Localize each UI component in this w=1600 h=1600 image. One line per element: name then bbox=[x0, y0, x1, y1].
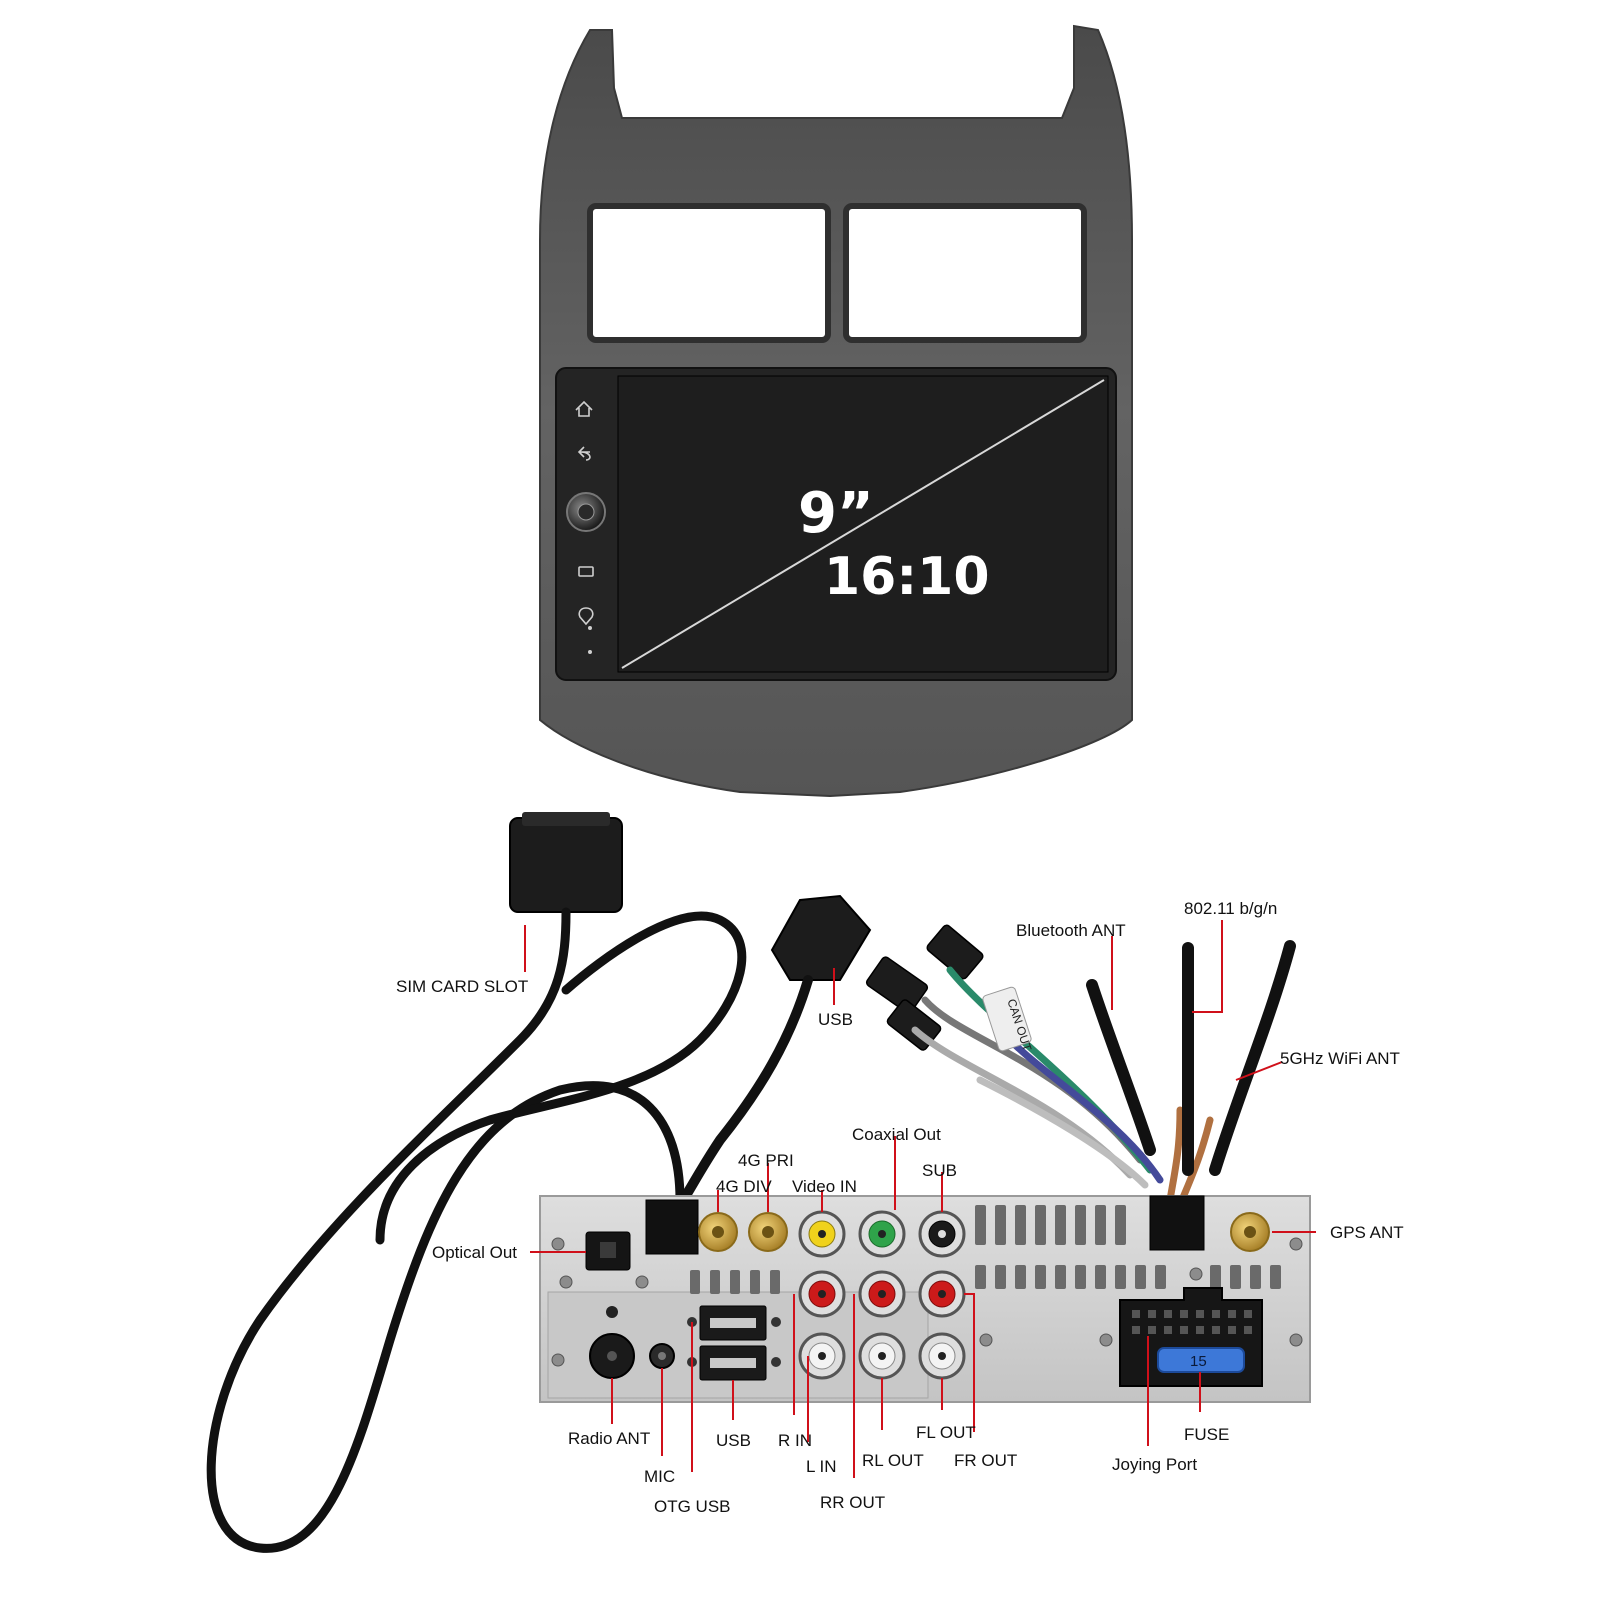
sim-cable bbox=[206, 907, 685, 1553]
label-fr-out: FR OUT bbox=[954, 1451, 1017, 1470]
label-optical-out: Optical Out bbox=[432, 1243, 517, 1262]
vent-right bbox=[843, 203, 1087, 343]
4g-cable-entry bbox=[645, 1199, 699, 1255]
sim-card-module bbox=[509, 817, 623, 913]
leader-lines bbox=[524, 920, 1316, 1478]
rca-rr-out[interactable] bbox=[858, 1270, 906, 1318]
label-usb-top: USB bbox=[818, 1010, 853, 1029]
label-r-in: R IN bbox=[778, 1431, 812, 1450]
label-rl-out: RL OUT bbox=[862, 1451, 924, 1470]
label-joying-port: Joying Port bbox=[1112, 1455, 1197, 1474]
label-radio-ant: Radio ANT bbox=[568, 1429, 650, 1448]
label-4g-pri: 4G PRI bbox=[738, 1151, 794, 1170]
screen-size-label: 9” bbox=[798, 481, 874, 546]
vent-slots bbox=[690, 1205, 1281, 1294]
gps-icon[interactable] bbox=[578, 607, 594, 626]
radio-ant-port[interactable] bbox=[589, 1333, 635, 1379]
fuse: 15 bbox=[1157, 1347, 1245, 1373]
callout-labels: SIM CARD SLOT USB Bluetooth ANT 802.11 b… bbox=[396, 899, 1404, 1516]
rca-l-in[interactable] bbox=[798, 1332, 846, 1380]
rear-chassis: 15 bbox=[539, 1195, 1311, 1403]
label-wifi-5: 5GHz WiFi ANT bbox=[1280, 1049, 1400, 1068]
rca-fr-out[interactable] bbox=[918, 1270, 966, 1318]
usb-top-cable bbox=[675, 975, 813, 1210]
antennas bbox=[1086, 940, 1296, 1176]
label-wifi-24: 802.11 b/g/n bbox=[1184, 899, 1277, 918]
aspect-ratio-label: 16:10 bbox=[824, 547, 990, 607]
rca-r-in[interactable] bbox=[798, 1270, 846, 1318]
radio-icon[interactable] bbox=[578, 566, 594, 577]
rca-fl-out[interactable] bbox=[918, 1332, 966, 1380]
label-coaxial-out: Coaxial Out bbox=[852, 1125, 941, 1144]
label-sim-card-slot: SIM CARD SLOT bbox=[396, 977, 528, 996]
screws bbox=[551, 1237, 1303, 1367]
rca-video-in[interactable] bbox=[798, 1210, 846, 1258]
back-icon[interactable] bbox=[577, 446, 591, 461]
rca-coaxial-out[interactable] bbox=[858, 1210, 906, 1258]
label-4g-div: 4G DIV bbox=[716, 1177, 772, 1196]
label-fl-out: FL OUT bbox=[916, 1423, 976, 1442]
mic-port[interactable] bbox=[649, 1343, 675, 1369]
label-video-in: Video IN bbox=[792, 1177, 857, 1196]
label-gps-ant: GPS ANT bbox=[1330, 1223, 1404, 1242]
label-otg-usb: OTG USB bbox=[654, 1497, 731, 1516]
head-unit: 9” 16:10 bbox=[539, 24, 1133, 798]
side-buttons bbox=[566, 400, 606, 654]
label-l-in: L IN bbox=[806, 1457, 837, 1476]
label-bluetooth-ant: Bluetooth ANT bbox=[1016, 921, 1126, 940]
rca-sub[interactable] bbox=[918, 1210, 966, 1258]
harness-wires bbox=[911, 966, 1214, 1209]
gps-ant-connector[interactable] bbox=[1230, 1212, 1270, 1252]
sim-cable-loop bbox=[375, 911, 747, 1245]
usb-top-plug bbox=[770, 894, 872, 981]
vent-left bbox=[587, 203, 831, 343]
label-mic: MIC bbox=[644, 1467, 675, 1486]
4g-div-connector[interactable] bbox=[698, 1212, 738, 1252]
label-usb-bottom: USB bbox=[716, 1431, 751, 1450]
fuse-value: 15 bbox=[1190, 1353, 1207, 1370]
label-fuse: FUSE bbox=[1184, 1425, 1229, 1444]
diagonal-line bbox=[621, 379, 1105, 669]
label-sub: SUB bbox=[922, 1161, 957, 1180]
4g-pri-connector[interactable] bbox=[748, 1212, 788, 1252]
label-rr-out: RR OUT bbox=[820, 1493, 885, 1512]
home-icon[interactable] bbox=[575, 400, 593, 417]
usb-ports[interactable] bbox=[699, 1305, 767, 1381]
rca-rl-out[interactable] bbox=[858, 1332, 906, 1380]
